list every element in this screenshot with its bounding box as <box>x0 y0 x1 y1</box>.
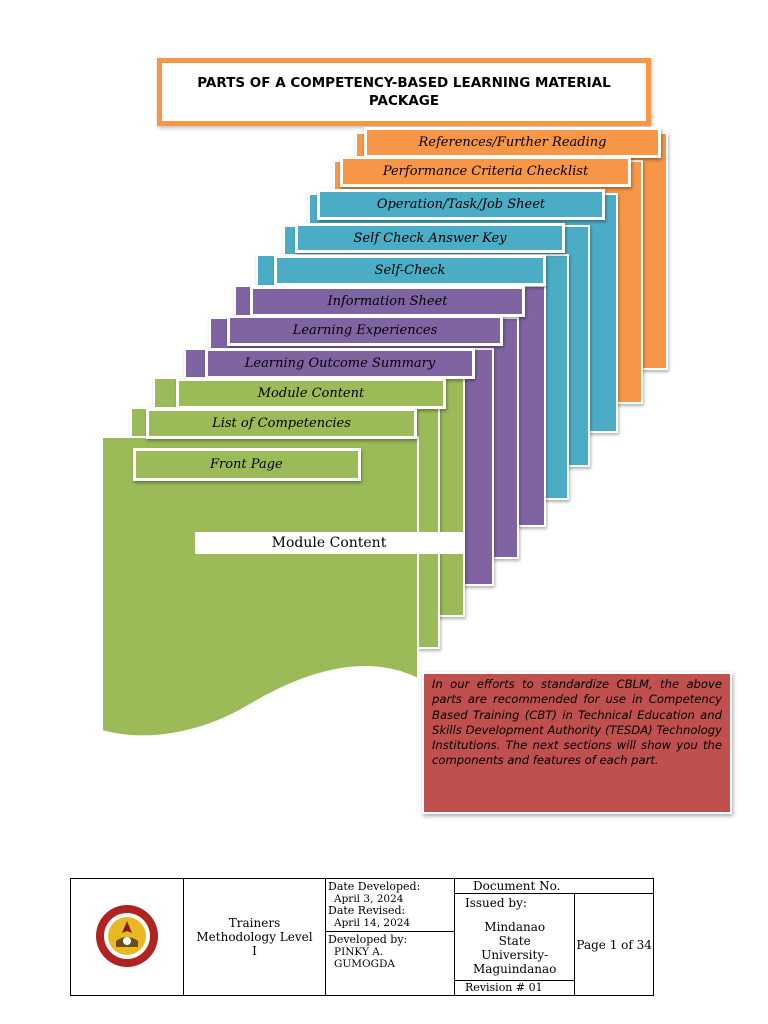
issued-by: Mindanao State University-Maguindanao <box>473 920 557 976</box>
label-list-of-competencies: List of Competencies <box>146 408 417 439</box>
issued-by-label: Issued by: <box>465 896 527 910</box>
label-operation-sheet: Operation/Task/Job Sheet <box>317 189 605 220</box>
label-learning-experiences: Learning Experiences <box>227 315 503 346</box>
label-module-content: Module Content <box>176 378 446 409</box>
page-cell: Page 1 of 34 <box>574 893 654 996</box>
module-content-label: Module Content <box>195 532 463 554</box>
revision-cell: Revision # 01 <box>453 980 576 996</box>
label-learning-outcome-summary: Learning Outcome Summary <box>205 348 475 379</box>
label-front-page: Front Page <box>133 448 361 481</box>
title-box: PARTS OF A COMPETENCY-BASED LEARNING MAT… <box>157 58 651 126</box>
page-number: Page 1 of 34 <box>576 937 652 952</box>
note-box: In our efforts to standardize CBLM, the … <box>422 672 732 814</box>
label-references: References/Further Reading <box>364 127 661 158</box>
logo-cell <box>70 878 184 996</box>
developed-by-label: Developed by: <box>328 933 408 946</box>
developed-by: PINKY A. GUMOGDA <box>334 946 395 970</box>
date-developed: April 3, 2024 <box>334 893 404 905</box>
label-answer-key: Self Check Answer Key <box>295 223 565 253</box>
date-revised-label: Date Revised: <box>328 904 406 917</box>
label-performance-criteria: Performance Criteria Checklist <box>340 156 631 187</box>
course-cell: Trainers Methodology Level I <box>183 878 326 996</box>
developed-by-cell: Developed by: PINKY A. GUMOGDA <box>325 931 455 996</box>
front-page-shape <box>101 436 419 738</box>
dates-cell: Date Developed: April 3, 2024 Date Revis… <box>325 878 455 932</box>
date-revised: April 14, 2024 <box>334 917 411 929</box>
document-no-label: Document No. <box>473 879 561 893</box>
issued-by-cell: Issued by: Mindanao State University-Mag… <box>453 893 576 981</box>
date-developed-label: Date Developed: <box>328 880 421 893</box>
footer-table: Trainers Methodology Level I Date Develo… <box>70 878 654 996</box>
label-information-sheet: Information Sheet <box>250 286 525 317</box>
university-seal-logo <box>96 904 158 967</box>
document-no-cell: Document No. <box>454 878 654 894</box>
page-title: PARTS OF A COMPETENCY-BASED LEARNING MAT… <box>197 75 611 109</box>
label-self-check: Self-Check <box>274 255 546 286</box>
revision: Revision # 01 <box>465 981 543 994</box>
